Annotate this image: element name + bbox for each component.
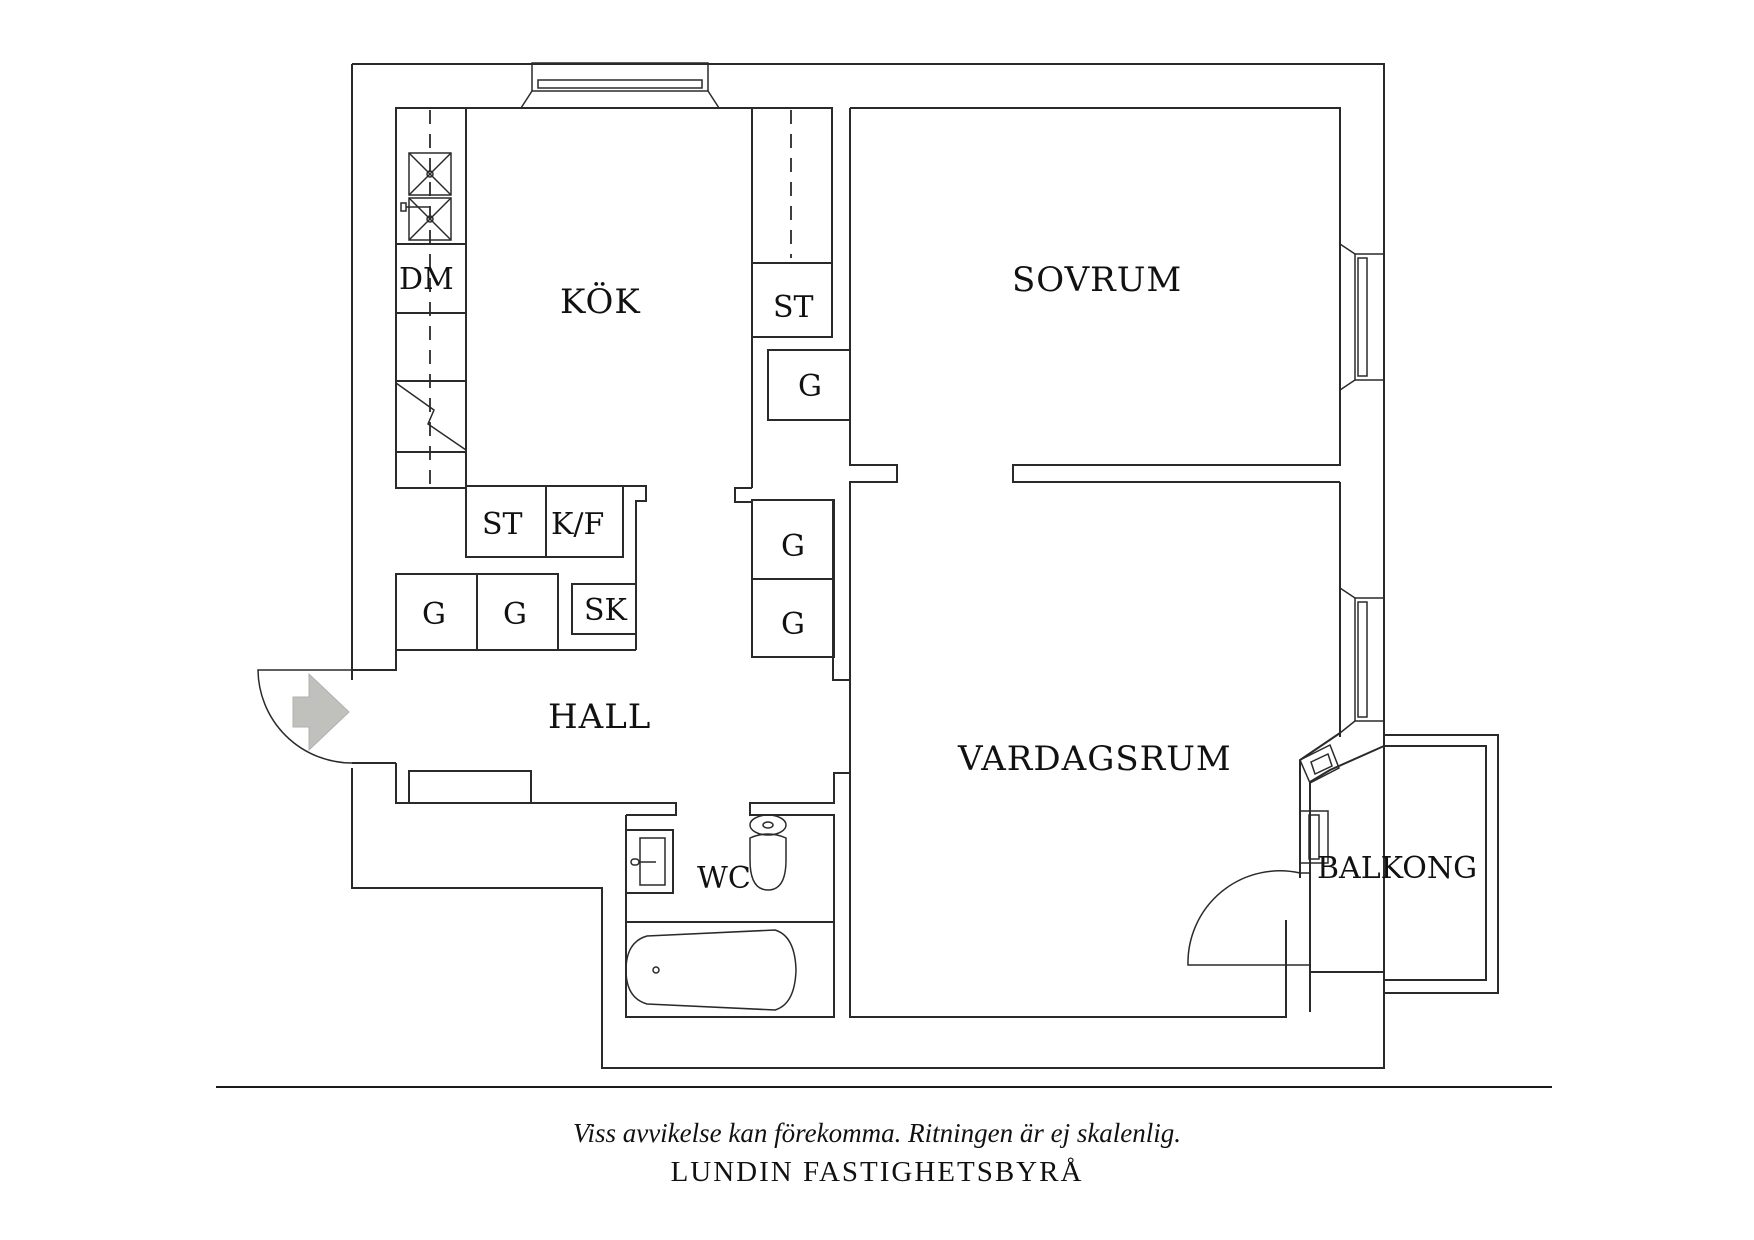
closet-lower-label: G xyxy=(781,607,805,642)
bedroom-label: SOVRUM xyxy=(1012,260,1182,300)
fridge-freezer-label: K/F xyxy=(551,507,604,542)
hall-wardrobe-1-label: G xyxy=(422,597,446,632)
hall-st-label: ST xyxy=(482,507,523,542)
wc-label: WC xyxy=(697,861,751,896)
balcony-area: BALKONG xyxy=(1310,734,1499,994)
outer-wall xyxy=(351,63,1385,1069)
zigzag-symbol xyxy=(395,382,467,451)
bedroom-window xyxy=(1339,243,1385,391)
bathtub-icon xyxy=(625,929,797,1011)
shoe-cabinet-label: SK xyxy=(584,593,628,628)
wc-area: WC xyxy=(625,772,851,1018)
balcony-label: BALKONG xyxy=(1317,851,1477,886)
hall-wardrobe-2-label: G xyxy=(503,597,527,632)
entrance-door[interactable] xyxy=(257,669,396,764)
kitchen-faucet-icon xyxy=(400,202,430,212)
kitchen-label: KÖK xyxy=(560,281,641,322)
hall-label: HALL xyxy=(548,697,651,737)
stove-icon xyxy=(408,152,452,241)
disclaimer-text: Viss avvikelse kan förekomma. Ritningen … xyxy=(572,1118,1182,1148)
kitchen-cabinet-label: ST xyxy=(773,290,814,325)
entrance-arrow-icon xyxy=(292,672,350,752)
balcony-door[interactable] xyxy=(1187,870,1310,966)
living-room-area: VARDAGSRUM xyxy=(849,482,1385,1018)
kitchen-area: DM KÖK ST xyxy=(395,62,833,489)
sink-faucet-icon xyxy=(630,858,656,866)
bedroom-area: SOVRUM xyxy=(850,107,1385,483)
right-counter xyxy=(751,107,833,264)
brand-name: LUNDIN FASTIGHETSBYRÅ xyxy=(670,1156,1084,1188)
closet-kitchen-g-label: G xyxy=(798,369,822,404)
left-counter xyxy=(395,107,467,489)
closet-upper-label: G xyxy=(781,529,805,564)
living-room-label: VARDAGSRUM xyxy=(957,739,1232,779)
living-room-window xyxy=(1339,482,1385,737)
footer-divider xyxy=(216,1086,1552,1088)
balcony-door-window xyxy=(1299,810,1329,864)
toilet-icon xyxy=(749,814,787,891)
bay-window xyxy=(1299,743,1340,785)
dishwasher-label: DM xyxy=(399,262,454,297)
kitchen-window xyxy=(520,62,720,109)
hall-bench xyxy=(408,770,532,804)
